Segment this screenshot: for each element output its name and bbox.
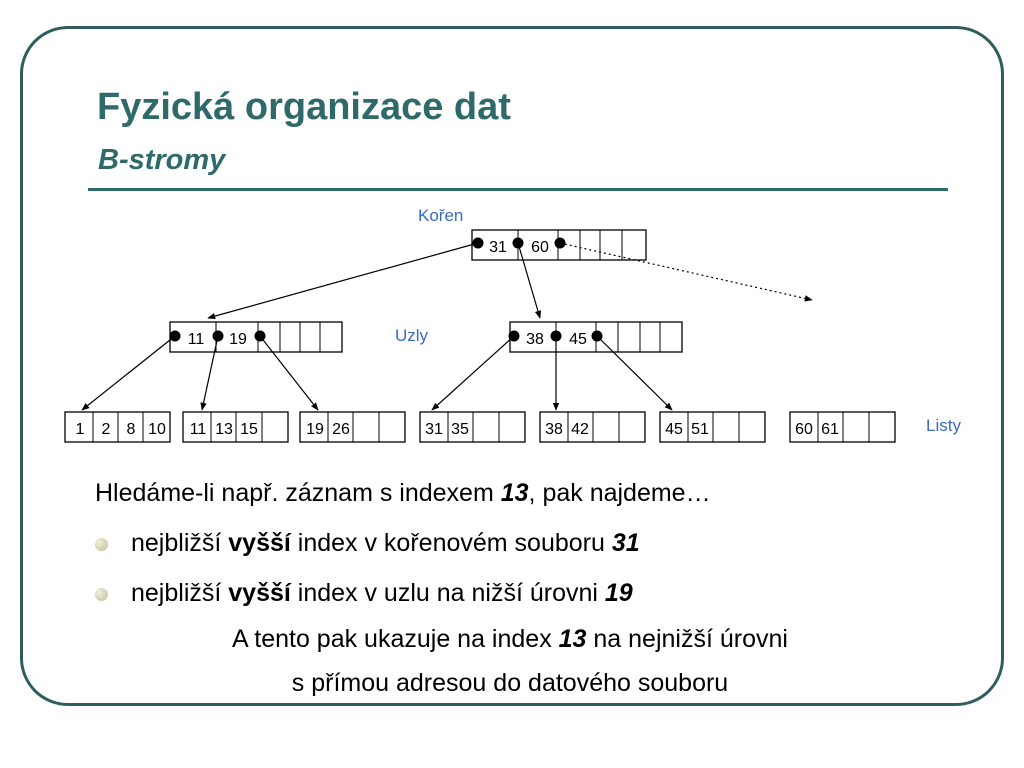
leaf-node: 19 26	[299, 411, 406, 443]
leaf-key: 35	[451, 421, 469, 438]
pointer-arrow	[81, 335, 176, 411]
pointer-arrow	[517, 242, 542, 319]
label-nodes: Uzly	[395, 326, 429, 345]
leaf-key: 45	[665, 421, 683, 438]
pointer-arrow	[431, 335, 515, 411]
leaf-node: 60 61	[789, 411, 896, 443]
pointer-arrow	[207, 242, 479, 320]
leaf-node: 11 13 15	[182, 411, 289, 443]
leaf-key: 8	[127, 421, 136, 438]
leaf-key: 42	[571, 421, 589, 438]
slide-title: Fyzická organizace dat	[97, 86, 511, 128]
inner-node: 11 19	[169, 321, 343, 353]
root-key: 31	[489, 239, 507, 256]
root-node: 31 60	[471, 229, 647, 261]
leaf-key: 60	[795, 421, 813, 438]
label-root: Kořen	[418, 206, 463, 225]
tree-pointers	[81, 242, 813, 411]
leaf-key: 38	[545, 421, 563, 438]
bullet-icon	[95, 538, 108, 551]
inner-node: 38 45	[508, 321, 683, 353]
b-tree-diagram: Kořen Uzly Listy 31 60 11 19	[64, 206, 961, 443]
pointer-arrow	[259, 335, 319, 411]
bullet-icon	[95, 588, 108, 601]
leaf-key: 10	[148, 421, 166, 438]
label-leaves: Listy	[926, 416, 961, 435]
leaf-key: 1	[76, 421, 85, 438]
inner-node-key: 38	[526, 331, 544, 348]
leaf-key: 31	[425, 421, 443, 438]
title-divider	[88, 188, 948, 191]
leaf-key: 13	[215, 421, 233, 438]
leaf-key: 2	[102, 421, 111, 438]
pointer-arrow	[200, 335, 219, 411]
pointer-arrow	[596, 335, 673, 411]
conclusion-line-2: s přímou adresou do datového souboru	[291, 669, 729, 697]
leaf-key: 61	[821, 421, 839, 438]
leaf-node: 1 2 8 10	[64, 411, 171, 443]
leaf-key: 11	[190, 421, 207, 438]
leaf-key: 19	[306, 421, 324, 438]
leaf-key: 26	[332, 421, 350, 438]
conclusion-line: A tento pak ukazuje na index 13 na nejni…	[232, 625, 788, 653]
leaf-node: 45 51	[659, 411, 766, 443]
inner-node-key: 45	[569, 331, 587, 348]
root-key: 60	[531, 239, 549, 256]
slide-frame	[20, 26, 1004, 706]
inner-node-key: 11	[188, 331, 205, 348]
leaf-key: 15	[240, 421, 258, 438]
leaf-node: 38 42	[539, 411, 646, 443]
pointer-arrow	[559, 242, 813, 302]
intro-line: Hledáme-li např. záznam s indexem 13, pa…	[95, 479, 711, 507]
inner-node-key: 19	[229, 331, 247, 348]
leaf-key: 51	[691, 421, 709, 438]
leaf-node: 31 35	[419, 411, 526, 443]
slide-subtitle: B-stromy	[98, 144, 226, 176]
